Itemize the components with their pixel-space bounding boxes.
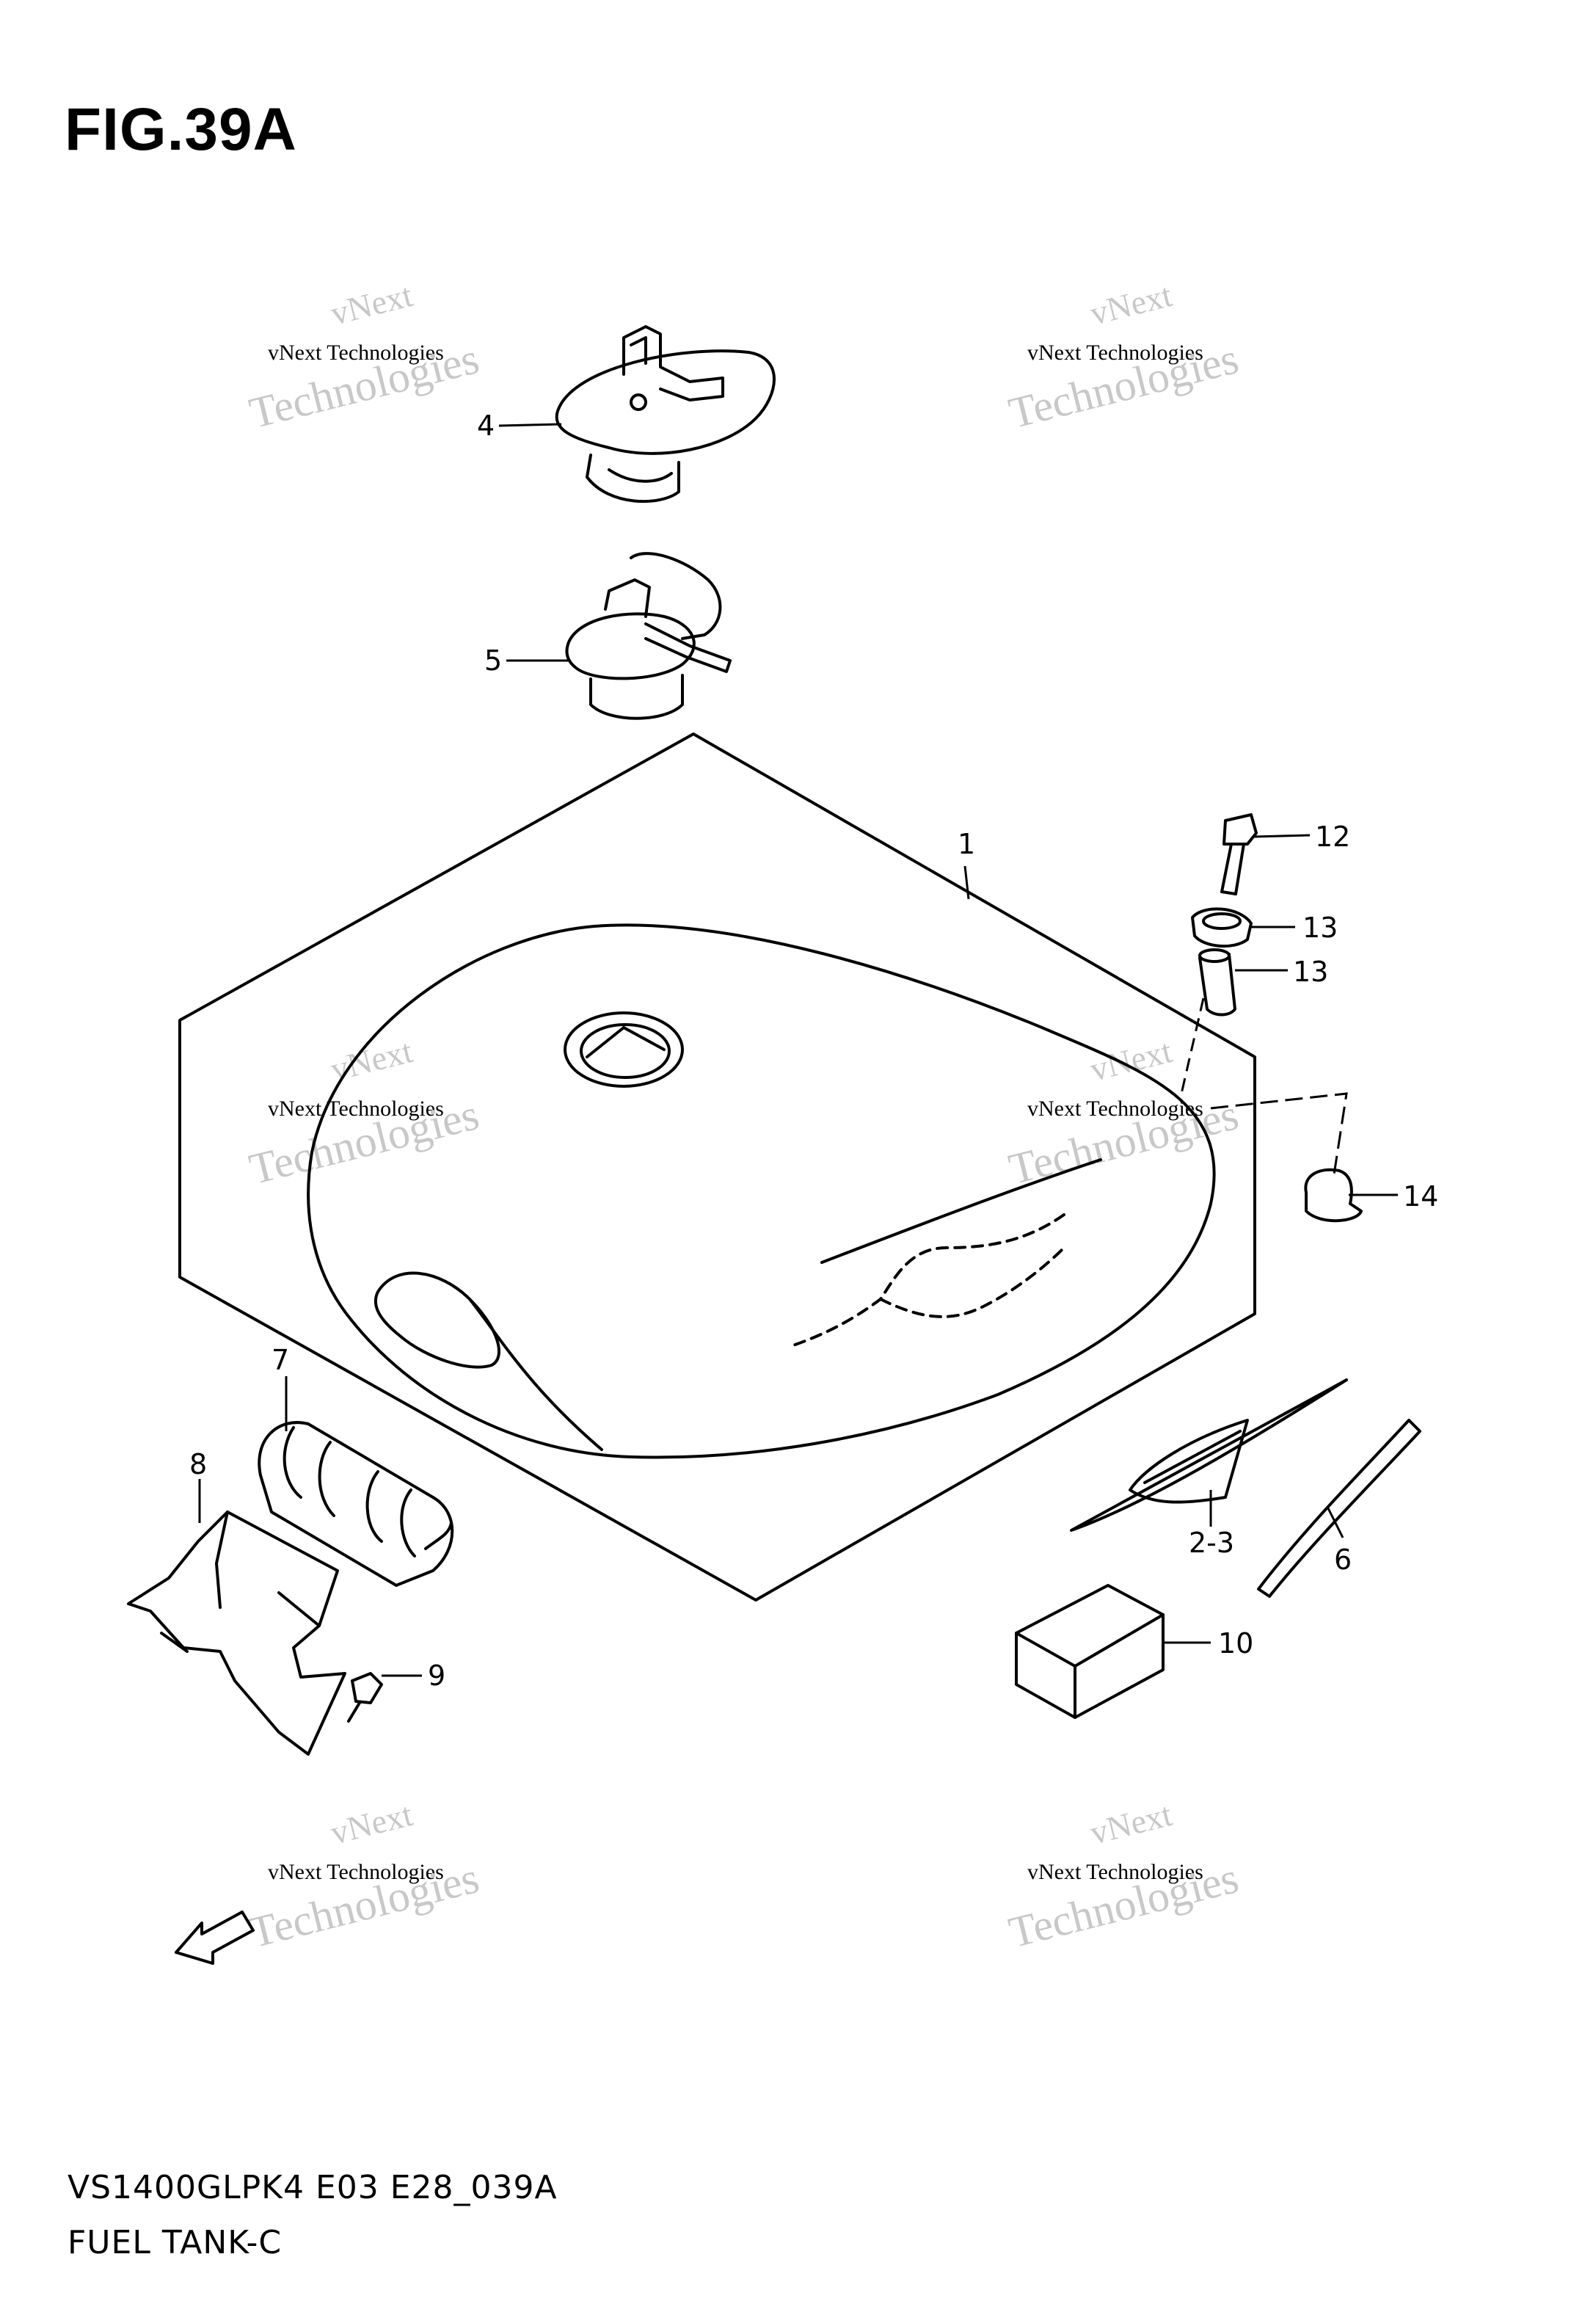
callout-10: 10 <box>1218 1627 1253 1660</box>
part-name: FUEL TANK-C <box>68 2224 283 2261</box>
fuel-tank-outline-part-1 <box>178 733 1256 1602</box>
svg-text:vNext: vNext <box>327 1795 417 1852</box>
bolt-part-11 <box>1220 813 1258 895</box>
svg-text:vNext Technologies: vNext Technologies <box>1027 1097 1203 1121</box>
screw-part-9 <box>347 1672 383 1723</box>
callout-11: 12 <box>1315 821 1350 853</box>
callout-9: 9 <box>428 1660 445 1692</box>
callout-7: 7 <box>272 1344 289 1376</box>
stripe-part-6 <box>1257 1419 1421 1598</box>
watermark: vNext vNext Technologies Technologies <box>1004 1795 1243 1957</box>
watermark: vNext vNext Technologies Technologies <box>1004 276 1243 437</box>
knee-recess <box>374 1271 603 1451</box>
tank-stripe <box>820 1158 1102 1264</box>
callout-6: 6 <box>1334 1544 1352 1576</box>
spacer-part-13 <box>1198 948 1236 1017</box>
tank-emblem-outline <box>787 1213 1065 1348</box>
filler-opening <box>564 1011 684 1088</box>
svg-text:vNext Technologies: vNext Technologies <box>268 1860 444 1884</box>
pad-part-10 <box>1015 1584 1165 1719</box>
watermark: vNext vNext Technologies Technologies <box>244 1795 484 1957</box>
svg-text:vNext Technologies: vNext Technologies <box>1027 341 1203 365</box>
callout-13: 13 <box>1293 956 1328 988</box>
svg-text:vNext Technologies: vNext Technologies <box>268 1097 444 1121</box>
callout-2-3: 2-3 <box>1189 1527 1234 1559</box>
watermarks: vNext vNext Technologies Technologies vN… <box>244 276 1243 1957</box>
callout-4: 4 <box>477 410 495 442</box>
cushion-part-14 <box>1304 1168 1363 1223</box>
callout-1: 1 <box>958 828 975 860</box>
svg-text:vNext: vNext <box>1087 276 1176 332</box>
callout-5: 5 <box>484 644 502 677</box>
figure-title: FIG.39A <box>65 96 297 163</box>
svg-text:vNext: vNext <box>1087 1795 1176 1852</box>
callout-labels: 4 5 1 12 13 13 14 14 7 8 9 2-3 6 10 <box>189 410 1438 1692</box>
emblem-part-2-3 <box>1070 1378 1348 1532</box>
fuel-cap-part-5 <box>565 552 732 720</box>
watermark: vNext vNext Technologies Technologies <box>244 276 484 437</box>
svg-text:vNext: vNext <box>327 276 417 332</box>
watermark: vNext vNext Technologies Technologies <box>244 1032 484 1193</box>
svg-text:vNext: vNext <box>1087 1032 1176 1088</box>
model-code: VS1400GLPK4 E03 E28_039A <box>68 2169 558 2206</box>
svg-text:vNext Technologies: vNext Technologies <box>1027 1860 1203 1884</box>
cushion-rubber-part-7 <box>258 1421 454 1587</box>
fwd-label: FWD <box>208 1913 246 1944</box>
svg-text:vNext Technologies: vNext Technologies <box>268 341 444 365</box>
leader-lines <box>198 423 1398 1677</box>
callout-8: 8 <box>189 1448 207 1480</box>
callout-14-text: 14 <box>1403 1180 1438 1213</box>
callout-12: 13 <box>1302 912 1338 944</box>
fwd-arrow <box>175 1911 255 1965</box>
fuel-cap-part-4 <box>555 325 776 504</box>
watermark: vNext vNext Technologies Technologies <box>1004 1032 1243 1193</box>
bracket-part-8 <box>127 1511 346 1756</box>
cushion-part-12 <box>1191 907 1253 948</box>
fuel-tank-body <box>307 923 1216 1459</box>
